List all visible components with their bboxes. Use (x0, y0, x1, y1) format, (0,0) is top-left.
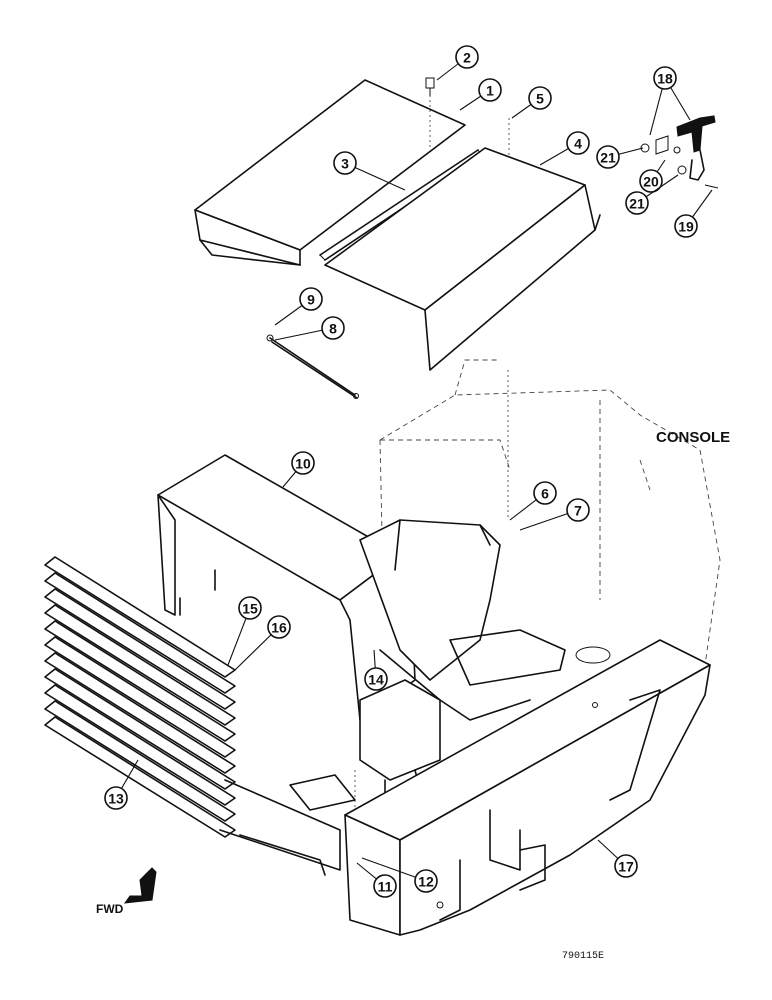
callout-3: 3 (333, 151, 406, 191)
callout-number: 7 (574, 503, 582, 519)
mounting-brackets (289, 629, 566, 821)
grille-slat (44, 604, 236, 726)
callout-8: 8 (274, 316, 345, 341)
callout-number: 15 (242, 601, 258, 617)
callout-circle (596, 145, 620, 169)
callout-17: 17 (597, 839, 638, 878)
callout-21: 21 (625, 174, 679, 215)
callout-2: 2 (436, 45, 479, 81)
callout-circle (291, 451, 315, 475)
callout-19: 19 (674, 189, 713, 238)
callout-circle (333, 151, 357, 175)
callout-20: 20 (639, 159, 666, 193)
callout-circle (414, 869, 438, 893)
callout-number: 19 (678, 219, 694, 235)
callout-number: 6 (541, 486, 549, 502)
forward-arrow-icon (123, 867, 157, 904)
forward-indicator: FWD (96, 867, 157, 916)
callout-circle (373, 874, 397, 898)
callout-number: 18 (657, 71, 673, 87)
grille-slat (44, 684, 236, 806)
callout-5: 5 (511, 86, 552, 119)
callout-circle (625, 191, 649, 215)
callout-circle (639, 169, 663, 193)
callout-circle (267, 615, 291, 639)
grille-slat (44, 588, 236, 710)
grille-slat (44, 668, 236, 790)
grille-slat (44, 620, 236, 742)
base-skid (219, 779, 341, 876)
callout-circle (674, 214, 698, 238)
callout-number: 8 (329, 321, 337, 337)
top-cover (194, 79, 466, 266)
callout-circle (653, 66, 677, 90)
callout-16: 16 (234, 615, 291, 671)
callout-circle (566, 131, 590, 155)
callout-7: 7 (519, 498, 590, 531)
callout-circle (533, 481, 557, 505)
callout-circle (321, 316, 345, 340)
callout-number: 5 (536, 91, 544, 107)
callout-number: 9 (307, 292, 315, 308)
callout-number: 14 (368, 672, 384, 688)
callout-number: 2 (463, 50, 471, 66)
bumper-frame (344, 639, 711, 936)
callout-12: 12 (361, 857, 438, 893)
callout-10: 10 (282, 451, 315, 488)
callout-number: 20 (643, 174, 659, 190)
front-grille (44, 556, 236, 838)
callout-number: 16 (271, 620, 287, 636)
callout-circle (104, 786, 128, 810)
callout-21: 21 (596, 145, 644, 169)
callout-number: 13 (108, 791, 124, 807)
grille-slat (44, 636, 236, 758)
console-label: CONSOLE (656, 429, 730, 446)
callout-number: 17 (618, 859, 634, 875)
callout-circle (528, 86, 552, 110)
callout-6: 6 (509, 481, 557, 521)
callout-number: 3 (341, 156, 349, 172)
callout-11: 11 (356, 862, 397, 898)
callout-circle (364, 667, 388, 691)
forward-label: FWD (96, 902, 124, 916)
grille-slat (44, 572, 236, 694)
support-rod (266, 334, 359, 399)
callout-number: 12 (418, 874, 434, 890)
callout-circle (299, 287, 323, 311)
callout-circle (566, 498, 590, 522)
callout-circle (614, 854, 638, 878)
t-handle-latch (640, 115, 719, 189)
callout-number: 21 (629, 196, 645, 212)
drawing-number: 790115E (562, 951, 604, 962)
callout-15: 15 (227, 596, 262, 666)
callout-9: 9 (274, 287, 323, 326)
grille-slat (44, 716, 236, 838)
callout-circle (478, 78, 502, 102)
console-frame (359, 519, 611, 721)
callout-1: 1 (459, 78, 502, 111)
callout-circle (455, 45, 479, 69)
callout-circle (238, 596, 262, 620)
callout-number: 10 (295, 456, 311, 472)
hood-panel (324, 147, 601, 371)
grille-slat (44, 652, 236, 774)
callout-number: 21 (600, 150, 616, 166)
callout-number: 1 (486, 83, 494, 99)
screw-2 (425, 77, 435, 96)
callout-13: 13 (104, 759, 139, 810)
callout-14: 14 (364, 649, 388, 691)
callout-number: 11 (378, 879, 393, 895)
callout-4: 4 (539, 131, 590, 166)
callout-number: 4 (574, 136, 582, 152)
callout-18: 18 (653, 66, 691, 121)
grille-slat (44, 700, 236, 822)
